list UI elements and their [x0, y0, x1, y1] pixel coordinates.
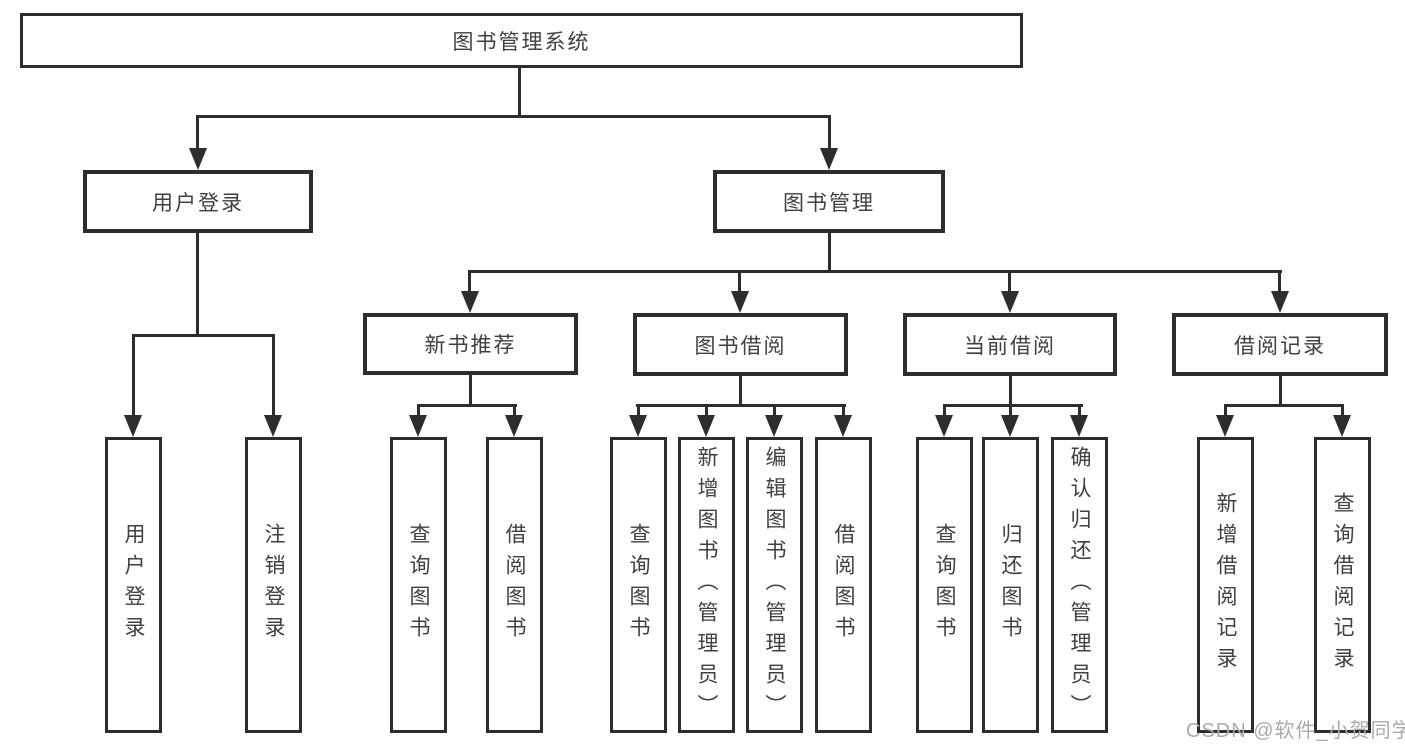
connector-line	[1224, 404, 1227, 419]
connector-line	[705, 404, 708, 419]
arrow-down-icon	[629, 415, 647, 437]
node-current-borrow: 当前借阅	[903, 313, 1117, 376]
connector-line	[417, 404, 420, 419]
connector-line	[417, 404, 517, 407]
leaf-add-books-admin: 新增图书（管理员）	[678, 437, 735, 733]
arrow-down-icon	[264, 415, 282, 437]
leaf-logout: 注销登录	[245, 437, 302, 733]
node-root-label: 图书管理系统	[452, 30, 591, 54]
connector-line	[132, 334, 275, 337]
node-book-management: 图书管理	[713, 170, 945, 233]
node-current-borrow-label: 当前借阅	[964, 334, 1056, 358]
watermark: CSDN @软件_小贺同学	[1186, 720, 1405, 742]
leaf-query-books-3: 查询图书	[916, 437, 973, 733]
leaf-return-books: 归还图书	[982, 437, 1039, 733]
connector-line	[469, 374, 472, 407]
node-book-borrow: 图书借阅	[633, 313, 848, 376]
leaf-edit-books-admin: 编辑图书（管理员）	[746, 437, 803, 733]
arrow-down-icon	[834, 415, 852, 437]
node-root: 图书管理系统	[20, 13, 1023, 68]
connector-line	[468, 270, 471, 295]
connector-line	[518, 66, 521, 117]
connector-line	[637, 404, 640, 419]
leaf-query-books-3-label: 查询图书	[933, 523, 956, 647]
arrow-down-icon	[1001, 291, 1019, 313]
connector-line	[1278, 270, 1281, 295]
leaf-return-books-label: 归还图书	[999, 523, 1022, 647]
connector-line	[1341, 404, 1344, 419]
connector-line	[196, 115, 831, 118]
connector-line	[943, 404, 1083, 407]
connector-line	[1009, 404, 1012, 419]
connector-line	[738, 270, 741, 295]
leaf-query-borrow-record: 查询借阅记录	[1314, 437, 1371, 733]
leaf-add-borrow-record: 新增借阅记录	[1197, 437, 1254, 733]
connector-line	[1009, 374, 1012, 407]
node-borrow-records: 借阅记录	[1172, 313, 1388, 376]
leaf-query-books-2-label: 查询图书	[627, 523, 650, 647]
leaf-confirm-return-admin-label: 确认归还（管理员）	[1068, 445, 1091, 725]
arrow-down-icon	[935, 415, 953, 437]
leaf-user-login: 用户登录	[105, 437, 162, 733]
connector-line	[513, 404, 516, 419]
connector-line	[1279, 374, 1282, 407]
node-user-login-label: 用户登录	[152, 191, 244, 215]
arrow-down-icon	[765, 415, 783, 437]
arrow-down-icon	[461, 291, 479, 313]
connector-line	[636, 404, 846, 407]
leaf-query-books-1: 查询图书	[390, 437, 447, 733]
arrow-down-icon	[820, 148, 838, 170]
node-user-login: 用户登录	[83, 170, 313, 233]
arrow-down-icon	[189, 148, 207, 170]
arrow-down-icon	[124, 415, 142, 437]
leaf-confirm-return-admin: 确认归还（管理员）	[1051, 437, 1108, 733]
node-book-borrow-label: 图书借阅	[694, 334, 787, 358]
leaf-user-login-label: 用户登录	[122, 523, 145, 647]
leaf-borrow-books-2: 借阅图书	[815, 437, 872, 733]
connector-line	[196, 115, 199, 153]
connector-line	[1224, 404, 1344, 407]
connector-line	[828, 115, 831, 153]
arrow-down-icon	[505, 415, 523, 437]
arrow-down-icon	[697, 415, 715, 437]
connector-line	[842, 404, 845, 419]
leaf-add-borrow-record-label: 新增借阅记录	[1214, 492, 1237, 678]
leaf-query-books-2: 查询图书	[610, 437, 667, 733]
arrow-down-icon	[409, 415, 427, 437]
connector-line	[828, 231, 831, 273]
node-new-book-recommend-label: 新书推荐	[424, 334, 517, 357]
leaf-borrow-books-1-label: 借阅图书	[503, 523, 526, 647]
leaf-logout-label: 注销登录	[262, 523, 285, 647]
connector-line	[1078, 404, 1081, 419]
connector-line	[132, 334, 135, 419]
connector-line	[468, 270, 1282, 273]
leaf-borrow-books-1: 借阅图书	[486, 437, 543, 733]
leaf-add-books-admin-label: 新增图书（管理员）	[695, 445, 718, 725]
connector-line	[272, 334, 275, 419]
connector-line	[773, 404, 776, 419]
connector-line	[196, 231, 199, 337]
node-book-management-label: 图书管理	[783, 191, 875, 215]
connector-line	[739, 374, 742, 407]
arrow-down-icon	[1070, 415, 1088, 437]
leaf-query-borrow-record-label: 查询借阅记录	[1331, 492, 1354, 678]
arrow-down-icon	[1333, 415, 1351, 437]
leaf-edit-books-admin-label: 编辑图书（管理员）	[763, 445, 786, 725]
leaf-borrow-books-2-label: 借阅图书	[832, 523, 855, 647]
connector-line	[943, 404, 946, 419]
leaf-query-books-1-label: 查询图书	[407, 523, 430, 647]
connector-line	[1008, 270, 1011, 295]
arrow-down-icon	[1001, 415, 1019, 437]
node-borrow-records-label: 借阅记录	[1234, 334, 1326, 358]
arrow-down-icon	[731, 291, 749, 313]
arrow-down-icon	[1216, 415, 1234, 437]
arrow-down-icon	[1271, 291, 1289, 313]
node-new-book-recommend: 新书推荐	[363, 313, 578, 375]
